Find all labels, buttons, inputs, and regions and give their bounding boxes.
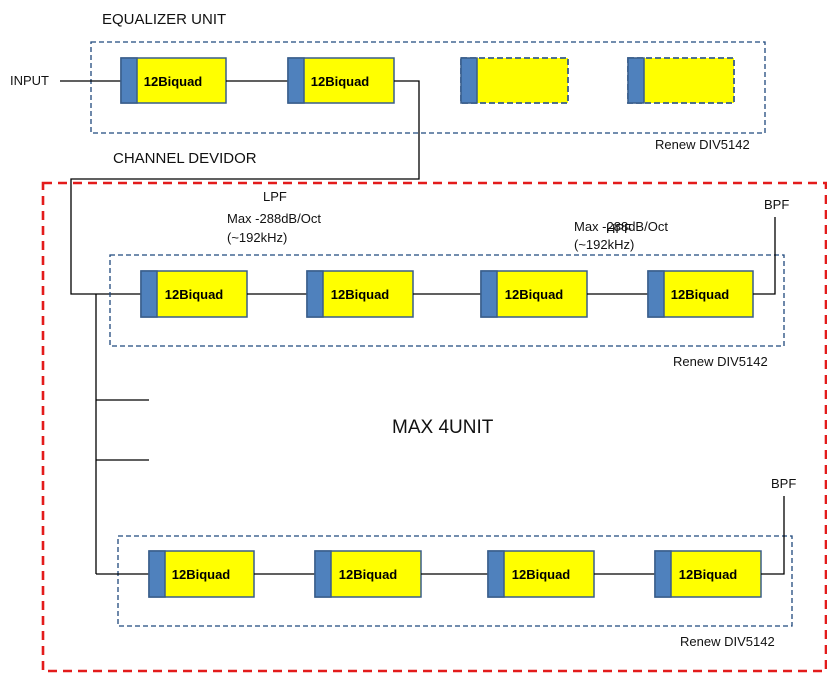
hpf-label: HPF	[606, 221, 632, 236]
input-label: INPUT	[10, 73, 49, 88]
equalizer-group-box	[90, 41, 766, 134]
lpf-spec-freq: (~192kHz)	[227, 230, 287, 245]
lpf-label: LPF	[263, 189, 287, 204]
max-4unit-label: MAX 4UNIT	[392, 417, 494, 438]
eq-block-2-label: 12Biquad	[311, 74, 370, 89]
eq-biquad-block-2: 12Biquad	[287, 57, 395, 104]
max-4unit-red-box	[41, 181, 827, 673]
row1-renew-label: Renew DIV5142	[673, 354, 768, 369]
row1-block-2-label: 12Biquad	[331, 287, 390, 302]
hpf-spec-slope: Max -288dB/Oct	[574, 219, 668, 234]
bpf-bottom-label: BPF	[771, 476, 796, 491]
eq-renew-label: Renew DIV5142	[655, 137, 750, 152]
divider-row1-group-box	[109, 254, 785, 347]
hpf-spec-freq: (~192kHz)	[574, 237, 634, 252]
row2-renew-label: Renew DIV5142	[680, 634, 775, 649]
row1-block-4-label: 12Biquad	[671, 287, 730, 302]
row2-biquad-block-1: 12Biquad	[148, 550, 255, 598]
row2-block-2-label: 12Biquad	[339, 567, 398, 582]
row2-block-3-label: 12Biquad	[512, 567, 571, 582]
row1-biquad-block-4: 12Biquad	[647, 270, 754, 318]
row2-biquad-block-2: 12Biquad	[314, 550, 422, 598]
divider-row2-group-box	[117, 535, 793, 627]
row2-bpf-output-line	[761, 496, 785, 575]
bpf-top-label: BPF	[764, 197, 789, 212]
row1-bpf-output-line	[753, 217, 776, 295]
row2-biquad-block-3: 12Biquad	[487, 550, 595, 598]
row1-block-3-label: 12Biquad	[505, 287, 564, 302]
eq-to-divider-line	[70, 80, 420, 295]
channel-divider-title: CHANNEL DEVIDOR	[113, 150, 257, 167]
eq-biquad-block-1: 12Biquad	[120, 57, 227, 104]
eq-optional-block-3	[460, 57, 569, 104]
row1-biquad-block-1: 12Biquad	[140, 270, 248, 318]
row2-block-1-label: 12Biquad	[172, 567, 231, 582]
row1-biquad-block-3: 12Biquad	[480, 270, 588, 318]
lpf-spec-slope: Max -288dB/Oct	[227, 211, 321, 226]
row1-block-1-label: 12Biquad	[165, 287, 224, 302]
eq-optional-block-4	[627, 57, 735, 104]
row2-block-4-label: 12Biquad	[679, 567, 738, 582]
row2-biquad-block-4: 12Biquad	[654, 550, 762, 598]
equalizer-unit-title: EQUALIZER UNIT	[102, 11, 226, 28]
row1-biquad-block-2: 12Biquad	[306, 270, 414, 318]
eq-block-1-label: 12Biquad	[144, 74, 203, 89]
